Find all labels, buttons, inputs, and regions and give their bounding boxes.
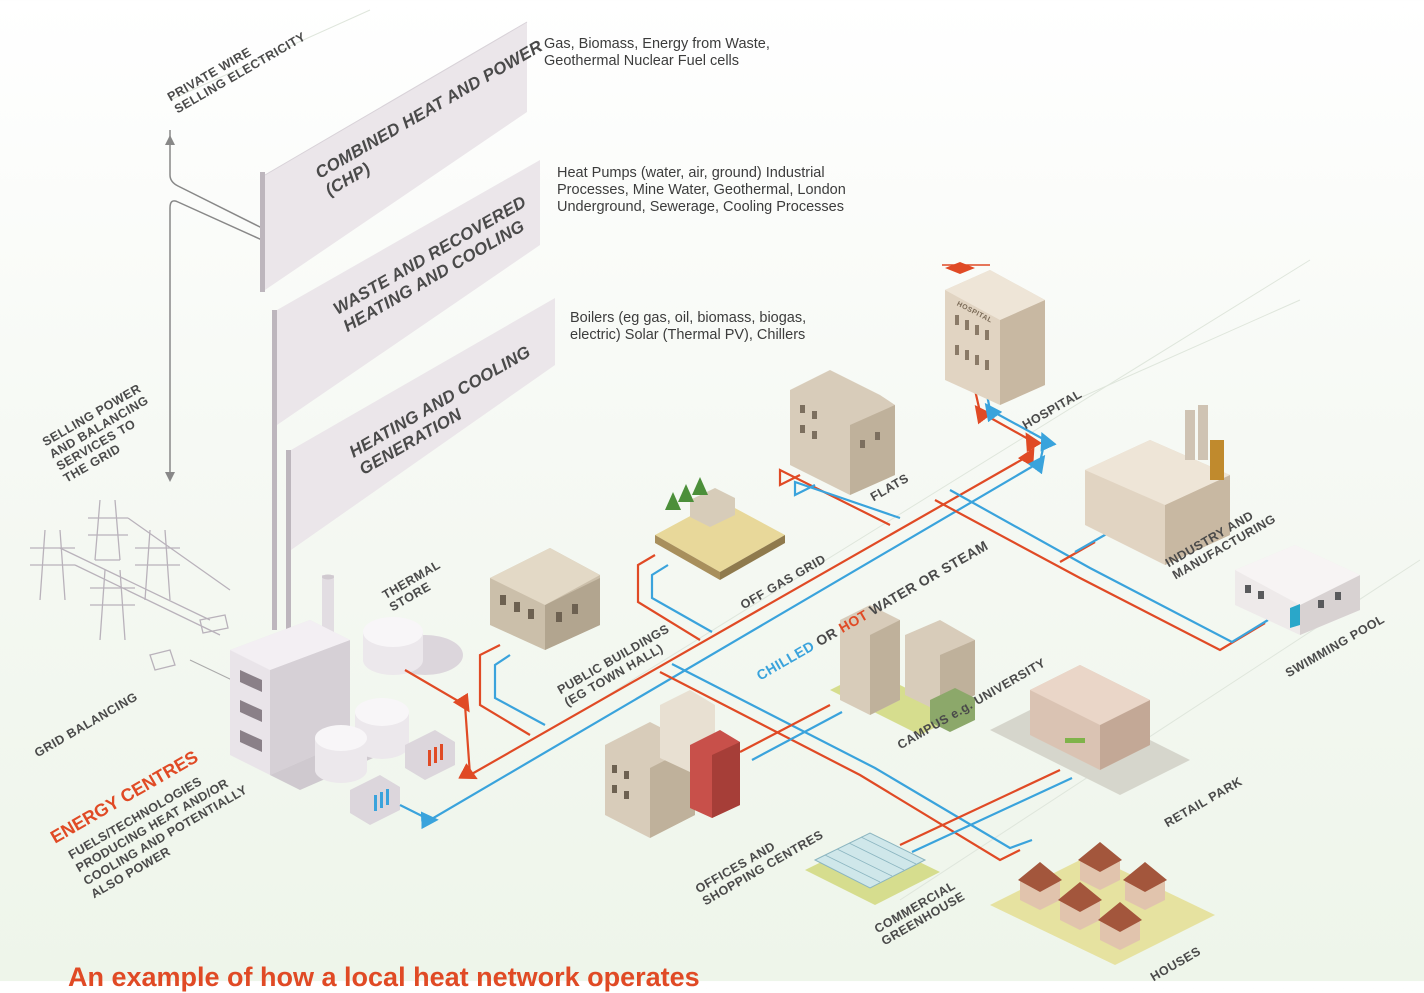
- offices-icon: [605, 690, 740, 838]
- selling-power-arrow: [165, 200, 263, 482]
- private-wire-arrow: [165, 130, 263, 229]
- houses-icon: [990, 842, 1215, 965]
- pylons: [30, 499, 231, 671]
- hospital-icon: [942, 262, 1045, 405]
- pipe-network: [399, 384, 1269, 862]
- waste-description: Heat Pumps (water, air, ground) Industri…: [557, 165, 846, 215]
- chp-description: Gas, Biomass, Energy from Waste, Geother…: [544, 36, 770, 69]
- off-gas-grid-farm-icon: [655, 477, 785, 580]
- campus-icon: [830, 605, 975, 735]
- swimming-pool-icon: [1235, 545, 1360, 635]
- industry-icon: [1085, 405, 1230, 565]
- waste-banner: [272, 160, 540, 630]
- retail-park-icon: [990, 665, 1190, 795]
- greenhouse-icon: [805, 832, 940, 905]
- flats-icon: [790, 370, 895, 495]
- chp-banner: [260, 21, 528, 292]
- public-buildings-icon: [490, 548, 600, 650]
- figure-caption: An example of how a local heat network o…: [68, 962, 700, 992]
- generation-description: Boilers (eg gas, oil, biomass, biogas, e…: [570, 310, 807, 343]
